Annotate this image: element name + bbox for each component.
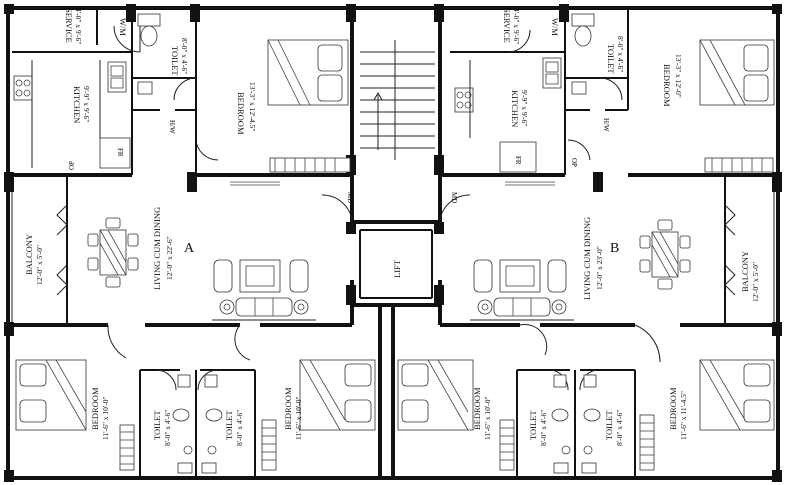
unit-b-walls (391, 8, 778, 478)
unit-b-label: B (610, 241, 619, 256)
service-b-dim: 4'-0" x 9'-6" (512, 8, 521, 44)
toilet-br-a-label: TOILET (224, 410, 234, 440)
living-furniture-a (212, 259, 316, 321)
toilet-top-a-dim: 8'-0" x 4'-6" (180, 38, 189, 74)
bedroom-top-b-label: BEDROOM (662, 64, 672, 107)
bed-top-b (699, 39, 775, 173)
bedroom-br-b-dim: 11'-6" x 11'-4.5" (679, 391, 688, 440)
fr-b-label: FR (514, 156, 522, 165)
bed-bottom-right-b (639, 359, 775, 471)
labels-unit-a: SERVICE 4'-0" x 9'-6" W/M TOILET 8'-0" x… (24, 8, 303, 446)
op-b-label: OP (570, 158, 578, 167)
labels-core: MD MD LIFT (346, 192, 458, 278)
balcony-b-label: BALCONY (740, 251, 750, 292)
living-b-dim: 12'-0" x 23'-0" (595, 246, 604, 290)
kitchen-fixtures-b (454, 57, 562, 173)
service-a-dim: 4'-0" x 9'-6" (74, 8, 83, 44)
unit-a-walls (8, 8, 382, 478)
toilets-bottom-b-fixtures (551, 374, 601, 474)
toilet-top-b-label: TOILET (606, 44, 616, 74)
columns (4, 4, 782, 482)
labels-unit-b: SERVICE 4'-0" x 9'-6" W/M TOILET 8'-0" x… (472, 8, 760, 446)
toilet-top-b-dim: 8'-0" x 4'-6" (616, 36, 625, 72)
toilets-bottom-a-fixtures (172, 374, 223, 474)
kitchen-fixtures-a (13, 60, 131, 169)
bed-bottom-left-b (397, 359, 515, 471)
bedroom-br-a-label: BEDROOM (283, 387, 293, 430)
service-a-label: SERVICE (64, 8, 74, 43)
toilet-br-a-dim: 8'-0" x 4'-6" (235, 410, 244, 446)
lift-label: LIFT (392, 259, 402, 278)
toilet-bl-a-label: TOILET (152, 410, 162, 440)
wm-b-label: W/M (550, 18, 560, 36)
toilet-bl-b-label: TOILET (528, 410, 538, 440)
bedroom-top-a-label: BEDROOM (236, 92, 246, 135)
bed-top-a (267, 39, 351, 173)
living-furniture-b (470, 259, 574, 321)
living-a-dim: 12'-0" x 22'-6" (165, 236, 174, 280)
dining-table-b (639, 219, 691, 290)
living-a-label: LIVING CUM DINING (152, 207, 162, 290)
md-left-label: MD (346, 192, 354, 203)
wm-a-label: W/M (118, 18, 128, 36)
balcony-a-dim: 12'-0" x 5'-0" (35, 245, 44, 285)
toilet-top-a-fixture (137, 13, 161, 95)
outer-walls (6, 6, 780, 480)
hw-a-label: H/W (168, 120, 176, 134)
bed-bottom-right-a (261, 359, 376, 471)
toilet-br-b-label: TOILET (604, 410, 614, 440)
hw-b-label: H/W (602, 118, 610, 132)
bed-bottom-left-a (15, 359, 135, 471)
kitchen-b-label: KITCHEN (510, 90, 520, 127)
bedroom-br-a-dim: 11'-6" x 10'-0" (294, 396, 303, 440)
balcony-b-dim: 12'-0" x 5'-0" (751, 262, 760, 302)
toilet-bl-a-dim: 8'-0" x 4'-6" (163, 410, 172, 446)
toilet-top-b-fixture (571, 13, 595, 95)
fr-a-label: FR (116, 148, 124, 157)
kitchen-b-dim: 9'-9" x 9'-6" (520, 90, 529, 126)
bedroom-bl-a-label: BEDROOM (90, 387, 100, 430)
bedroom-bl-a-dim: 11'-6" x 10'-0" (101, 396, 110, 440)
windows (230, 181, 555, 186)
toilet-br-b-dim: 8'-0" x 4'-6" (615, 410, 624, 446)
kitchen-a-dim: 9'-9" x 9'-6" (82, 86, 91, 122)
md-right-label: MD (450, 192, 458, 203)
op-a-label: OP (68, 161, 76, 170)
unit-a-label: A (184, 241, 195, 256)
bedroom-top-b-dim: 13'-3" x 12'-0" (674, 54, 683, 98)
kitchen-a-label: KITCHEN (72, 86, 82, 123)
bedroom-bl-b-dim: 11'-6" x 10'-0" (483, 396, 492, 440)
bedroom-bl-b-label: BEDROOM (472, 387, 482, 430)
dining-table-a (87, 217, 139, 288)
service-b-label: SERVICE (502, 8, 512, 43)
bedroom-top-a-dim: 13'-3" x 12'-4.5" (248, 82, 257, 131)
toilet-bl-b-dim: 8'-0" x 4'-6" (539, 410, 548, 446)
balcony-a-label: BALCONY (24, 234, 34, 275)
living-b-label: LIVING CUM DINING (582, 217, 592, 300)
staircase (360, 40, 435, 160)
toilet-top-a-label: TOILET (170, 46, 180, 76)
bedroom-br-b-label: BEDROOM (668, 387, 678, 430)
